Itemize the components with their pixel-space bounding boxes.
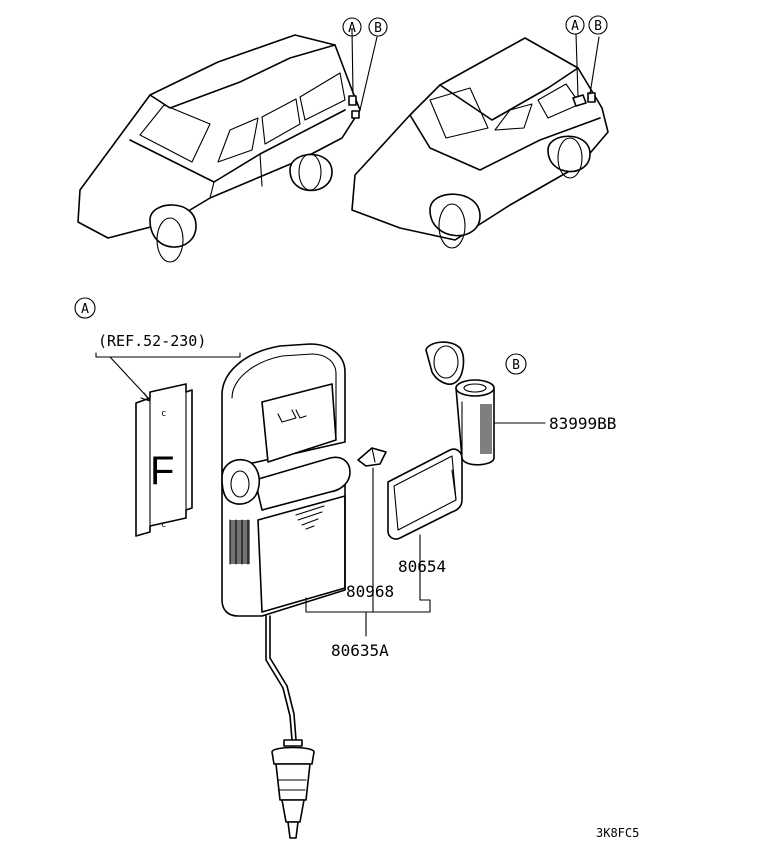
- svg-text:B: B: [374, 21, 382, 36]
- svg-text:A: A: [81, 302, 89, 317]
- svg-text:B: B: [594, 19, 602, 34]
- ashtray-assembly: [221, 343, 351, 617]
- leader-lines: [305, 422, 546, 637]
- reference-label: (REF.52-230): [98, 332, 206, 350]
- vehicle-short-suv: [351, 33, 609, 249]
- power-cord: [265, 615, 297, 741]
- panel-letter: F: [150, 449, 174, 493]
- part-number-83999bb: 83999BB: [549, 414, 616, 433]
- panel-clip-bottom: c: [161, 520, 166, 530]
- part-number-80654: 80654: [398, 557, 446, 576]
- drawing-code: 3K8FC5: [596, 826, 639, 840]
- svg-text:A: A: [571, 19, 579, 34]
- callout-a-vehicle-short: A: [565, 15, 585, 35]
- vehicle-long-wagon: [77, 29, 378, 263]
- svg-text:A: A: [348, 21, 356, 36]
- lighter-plug: [271, 739, 315, 839]
- lighter-socket-83999bb: [425, 341, 495, 466]
- part-number-80968: 80968: [346, 582, 394, 601]
- reference-bracket: [95, 352, 241, 402]
- svg-text:B: B: [512, 358, 520, 373]
- part-number-80635a: 80635A: [331, 641, 389, 660]
- callout-a-vehicle-long: A: [342, 17, 362, 37]
- panel-clip-top: c: [161, 409, 166, 419]
- ashtray-lid-80654: [387, 448, 463, 601]
- trim-panel: c c F: [135, 383, 193, 537]
- detail-b-callout: B: [505, 353, 527, 375]
- detail-a-callout: A: [74, 297, 96, 319]
- clip-80968: [357, 447, 387, 601]
- callout-b-vehicle-long: B: [368, 17, 388, 37]
- callout-b-vehicle-short: B: [588, 15, 608, 35]
